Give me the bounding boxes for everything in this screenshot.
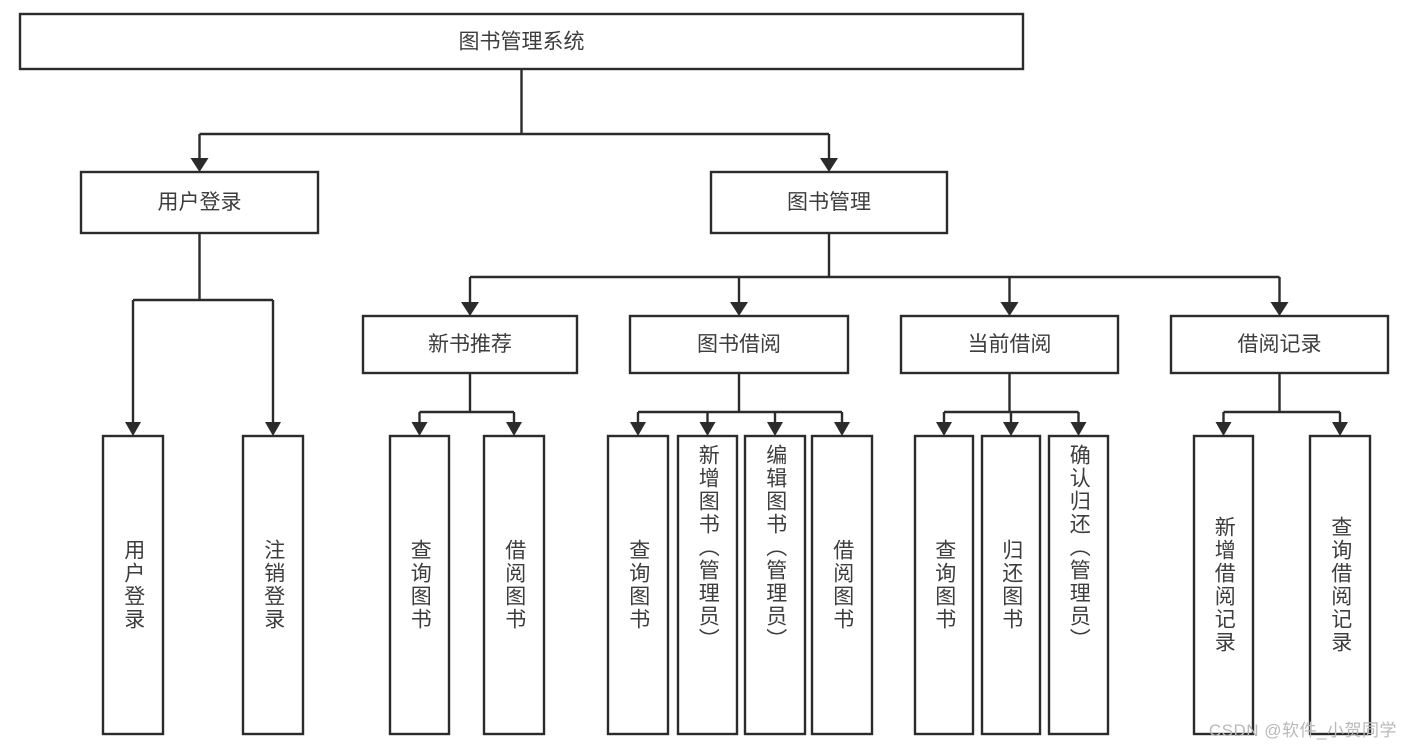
node-user-login[interactable]: 用户登录: [79, 170, 320, 235]
node-book-borrow-label: 图书借阅: [697, 333, 781, 356]
arrow-icon-to-leaf-user-login: [125, 422, 141, 436]
node-leaf-query-borrow-record-box[interactable]: [1308, 434, 1372, 736]
connector-userlogin-to-leaves: [131, 233, 275, 422]
arrow-icon-to-leaf-add-book: [699, 422, 716, 436]
node-current-borrow-label: 当前借阅: [968, 333, 1052, 356]
node-leaf-add-borrow-record-box[interactable]: [1192, 434, 1255, 736]
node-leaf-borrow-book-1-box[interactable]: [482, 434, 546, 736]
connector-currentborrow-to-leaves: [942, 373, 1080, 422]
arrow-icon-to-leaf-confirm-return: [1070, 422, 1087, 436]
node-leaf-confirm-return-box[interactable]: [1047, 434, 1110, 736]
arrow-icon-to-leaf-borrow-book-1: [506, 422, 522, 436]
node-leaf-query-book-2-box[interactable]: [606, 434, 670, 736]
node-book-manage-label: 图书管理: [787, 191, 871, 214]
connector-borrowrecord-to-leaves: [1222, 373, 1342, 422]
connector-newbook-to-leaves: [418, 373, 516, 422]
node-user-login-box[interactable]: [79, 170, 320, 235]
arrow-icon-to-leaf-query-book-2: [630, 422, 646, 436]
arrow-icon-to-book-borrow: [730, 302, 748, 316]
node-current-borrow-box[interactable]: [899, 314, 1120, 375]
node-leaf-logout-box[interactable]: [241, 434, 305, 736]
arrow-icon-to-borrow-record: [1270, 302, 1289, 316]
node-root-box[interactable]: [18, 12, 1025, 71]
arrow-icon-to-leaf-borrow-book-2: [834, 422, 850, 436]
arrow-icon-to-new-book-recommend: [461, 302, 479, 316]
arrow-icon-to-leaf-add-borrow-record: [1215, 422, 1232, 436]
node-root[interactable]: 图书管理系统: [18, 12, 1025, 71]
arrow-icon-to-leaf-edit-book: [767, 422, 783, 436]
watermark-text: CSDN @软件_小贺同学: [1208, 721, 1397, 740]
node-new-book-recommend-box[interactable]: [361, 314, 579, 375]
node-user-login-label: 用户登录: [158, 191, 242, 214]
node-leaf-add-book-box[interactable]: [676, 434, 739, 736]
node-new-book-recommend[interactable]: 新书推荐: [361, 314, 579, 375]
arrow-icon-to-leaf-query-book-1: [411, 422, 428, 436]
node-book-manage[interactable]: 图书管理: [709, 170, 949, 235]
node-leaf-return-book-box[interactable]: [980, 434, 1042, 736]
arrow-icon-to-leaf-logout: [265, 422, 281, 436]
leaf-boxes-group: [101, 434, 1372, 736]
node-leaf-query-book-3-box[interactable]: [913, 434, 975, 736]
arrow-icon-to-current-borrow: [1000, 302, 1019, 316]
node-borrow-record[interactable]: 借阅记录: [1169, 314, 1390, 375]
node-leaf-edit-book-box[interactable]: [743, 434, 807, 736]
node-leaf-borrow-book-2-box[interactable]: [810, 434, 874, 736]
node-borrow-record-label: 借阅记录: [1238, 333, 1322, 356]
connectors-group: [131, 69, 1342, 422]
node-root-label: 图书管理系统: [459, 31, 585, 54]
node-leaf-user-login-box[interactable]: [101, 434, 165, 736]
arrowheads-group: [125, 158, 1348, 436]
connector-root-to-level2: [198, 69, 831, 158]
connector-bookmanage-to-level3: [468, 233, 1281, 302]
node-new-book-recommend-label: 新书推荐: [428, 333, 512, 356]
arrow-icon-to-leaf-return-book: [1003, 422, 1019, 436]
connector-bookborrow-to-leaves: [636, 373, 844, 422]
arrow-icon-to-book-manage: [820, 158, 838, 172]
node-borrow-record-box[interactable]: [1169, 314, 1390, 375]
arrow-icon-to-user-login: [190, 158, 209, 172]
node-current-borrow[interactable]: 当前借阅: [899, 314, 1120, 375]
node-leaf-query-book-1-box[interactable]: [388, 434, 451, 736]
node-book-borrow[interactable]: 图书借阅: [628, 314, 850, 375]
arrow-icon-to-leaf-query-book-3: [936, 422, 952, 436]
node-book-manage-box[interactable]: [709, 170, 949, 235]
node-book-borrow-box[interactable]: [628, 314, 850, 375]
arrow-icon-to-leaf-query-borrow-record: [1332, 422, 1348, 436]
